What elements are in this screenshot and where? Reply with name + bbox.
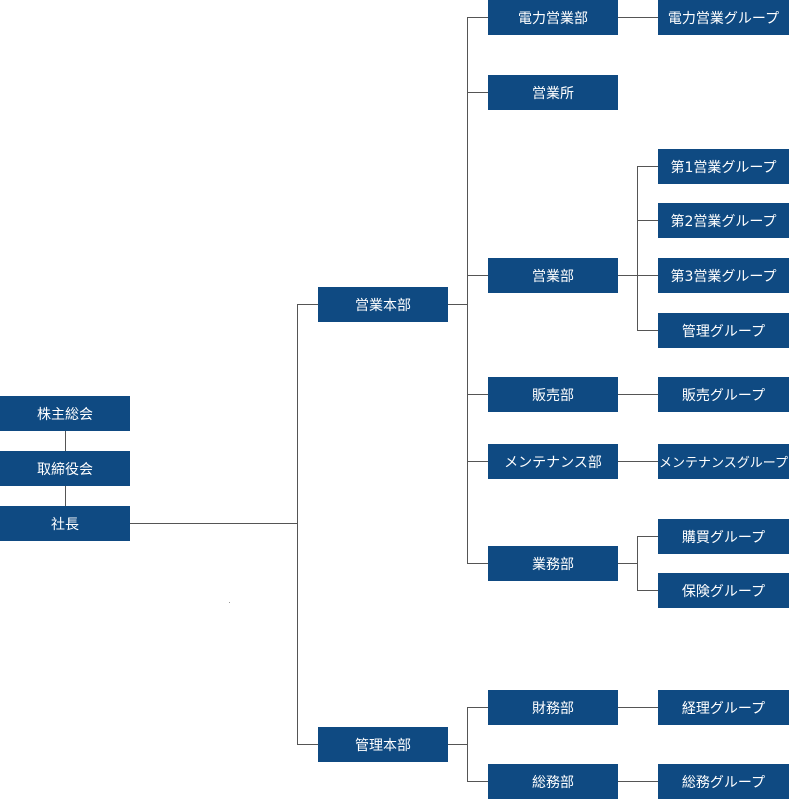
connector xyxy=(467,563,488,564)
node-maintenance-group[interactable]: メンテナンスグループ xyxy=(658,444,789,479)
node-power-sales-dept[interactable]: 電力営業部 xyxy=(488,0,618,35)
node-sales-dept[interactable]: 営業部 xyxy=(488,258,618,293)
node-shareholders[interactable]: 株主総会 xyxy=(0,396,130,431)
node-purchasing-group[interactable]: 購買グループ xyxy=(658,519,789,554)
connector xyxy=(297,304,318,305)
connector xyxy=(130,523,297,524)
node-accounting-group[interactable]: 経理グループ xyxy=(658,690,789,725)
connector xyxy=(65,486,66,506)
node-maintenance-dept[interactable]: メンテナンス部 xyxy=(488,444,618,479)
connector xyxy=(618,781,658,782)
node-admin-hq[interactable]: 管理本部 xyxy=(318,727,448,762)
node-general-affairs-dept[interactable]: 総務部 xyxy=(488,764,618,799)
connector xyxy=(467,707,488,708)
connector xyxy=(637,536,658,537)
node-board[interactable]: 取締役会 xyxy=(0,451,130,486)
node-power-sales-group[interactable]: 電力営業グループ xyxy=(658,0,789,35)
stray-dot xyxy=(229,602,230,603)
node-retail-group[interactable]: 販売グループ xyxy=(658,377,789,412)
connector xyxy=(297,744,318,745)
connector xyxy=(467,707,468,782)
connector xyxy=(637,330,658,331)
connector xyxy=(618,17,658,18)
node-finance-dept[interactable]: 財務部 xyxy=(488,690,618,725)
connector xyxy=(65,431,66,451)
connector xyxy=(618,707,658,708)
connector xyxy=(618,394,658,395)
connector xyxy=(467,781,488,782)
node-sales-office[interactable]: 営業所 xyxy=(488,75,618,110)
connector xyxy=(637,220,658,221)
connector xyxy=(637,275,658,276)
connector xyxy=(467,461,488,462)
node-sales-group-1[interactable]: 第1営業グループ xyxy=(658,149,789,184)
connector xyxy=(448,744,468,745)
connector xyxy=(618,275,637,276)
node-sales-hq[interactable]: 営業本部 xyxy=(318,287,448,322)
node-president[interactable]: 社長 xyxy=(0,506,130,541)
node-operations-dept[interactable]: 業務部 xyxy=(488,546,618,581)
node-management-group[interactable]: 管理グループ xyxy=(658,313,789,348)
connector xyxy=(467,275,488,276)
connector xyxy=(467,394,488,395)
connector xyxy=(448,304,468,305)
connector xyxy=(467,92,488,93)
node-retail-dept[interactable]: 販売部 xyxy=(488,377,618,412)
connector xyxy=(618,563,637,564)
connector xyxy=(467,17,468,564)
connector xyxy=(637,166,658,167)
node-insurance-group[interactable]: 保険グループ xyxy=(658,573,789,608)
node-sales-group-2[interactable]: 第2営業グループ xyxy=(658,203,789,238)
connector xyxy=(297,304,298,745)
connector xyxy=(618,461,658,462)
connector xyxy=(637,536,638,591)
node-sales-group-3[interactable]: 第3営業グループ xyxy=(658,258,789,293)
node-general-affairs-group[interactable]: 総務グループ xyxy=(658,764,789,799)
connector xyxy=(637,590,658,591)
connector xyxy=(637,166,638,331)
connector xyxy=(467,17,488,18)
